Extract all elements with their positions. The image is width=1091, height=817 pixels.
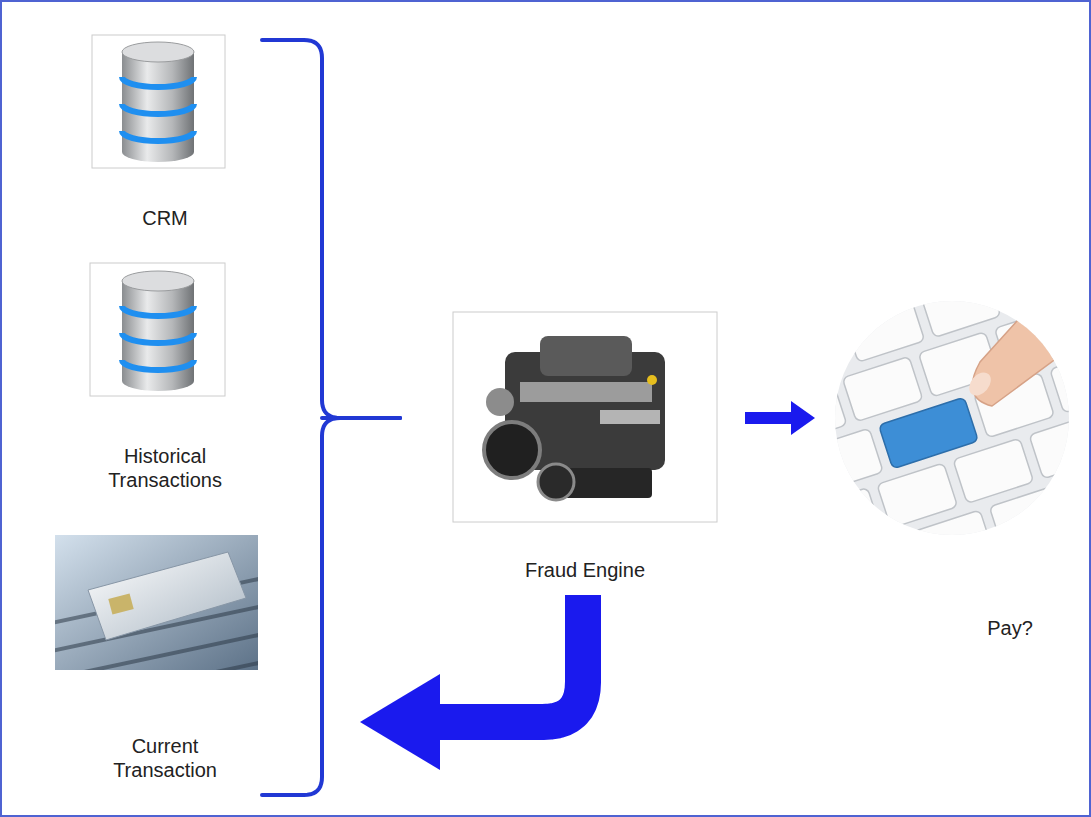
keyboard-finger-photo	[749, 241, 1091, 606]
feedback-arrow	[440, 595, 583, 722]
node-caption: Fraud Engine	[485, 558, 685, 582]
image-node: CRM	[40, 30, 262, 240]
card-keyboard-photo	[55, 535, 258, 670]
bracket-connector	[262, 40, 400, 418]
image-node: Historical Transactions	[40, 258, 322, 500]
node-caption: CRM	[90, 206, 240, 230]
arrow-connector	[745, 412, 791, 424]
image-node: Pay?	[815, 295, 1075, 650]
node-caption: Historical Transactions	[90, 444, 240, 492]
engine-photo	[453, 312, 717, 522]
node-caption: Pay?	[960, 616, 1060, 640]
database-icon	[92, 35, 225, 168]
node-caption: Current Transaction	[90, 734, 240, 782]
bracket-connector	[262, 418, 400, 795]
image-node: Fraud Engine	[400, 305, 745, 595]
image-node: Current Transaction	[40, 528, 262, 800]
database-icon	[90, 263, 225, 396]
